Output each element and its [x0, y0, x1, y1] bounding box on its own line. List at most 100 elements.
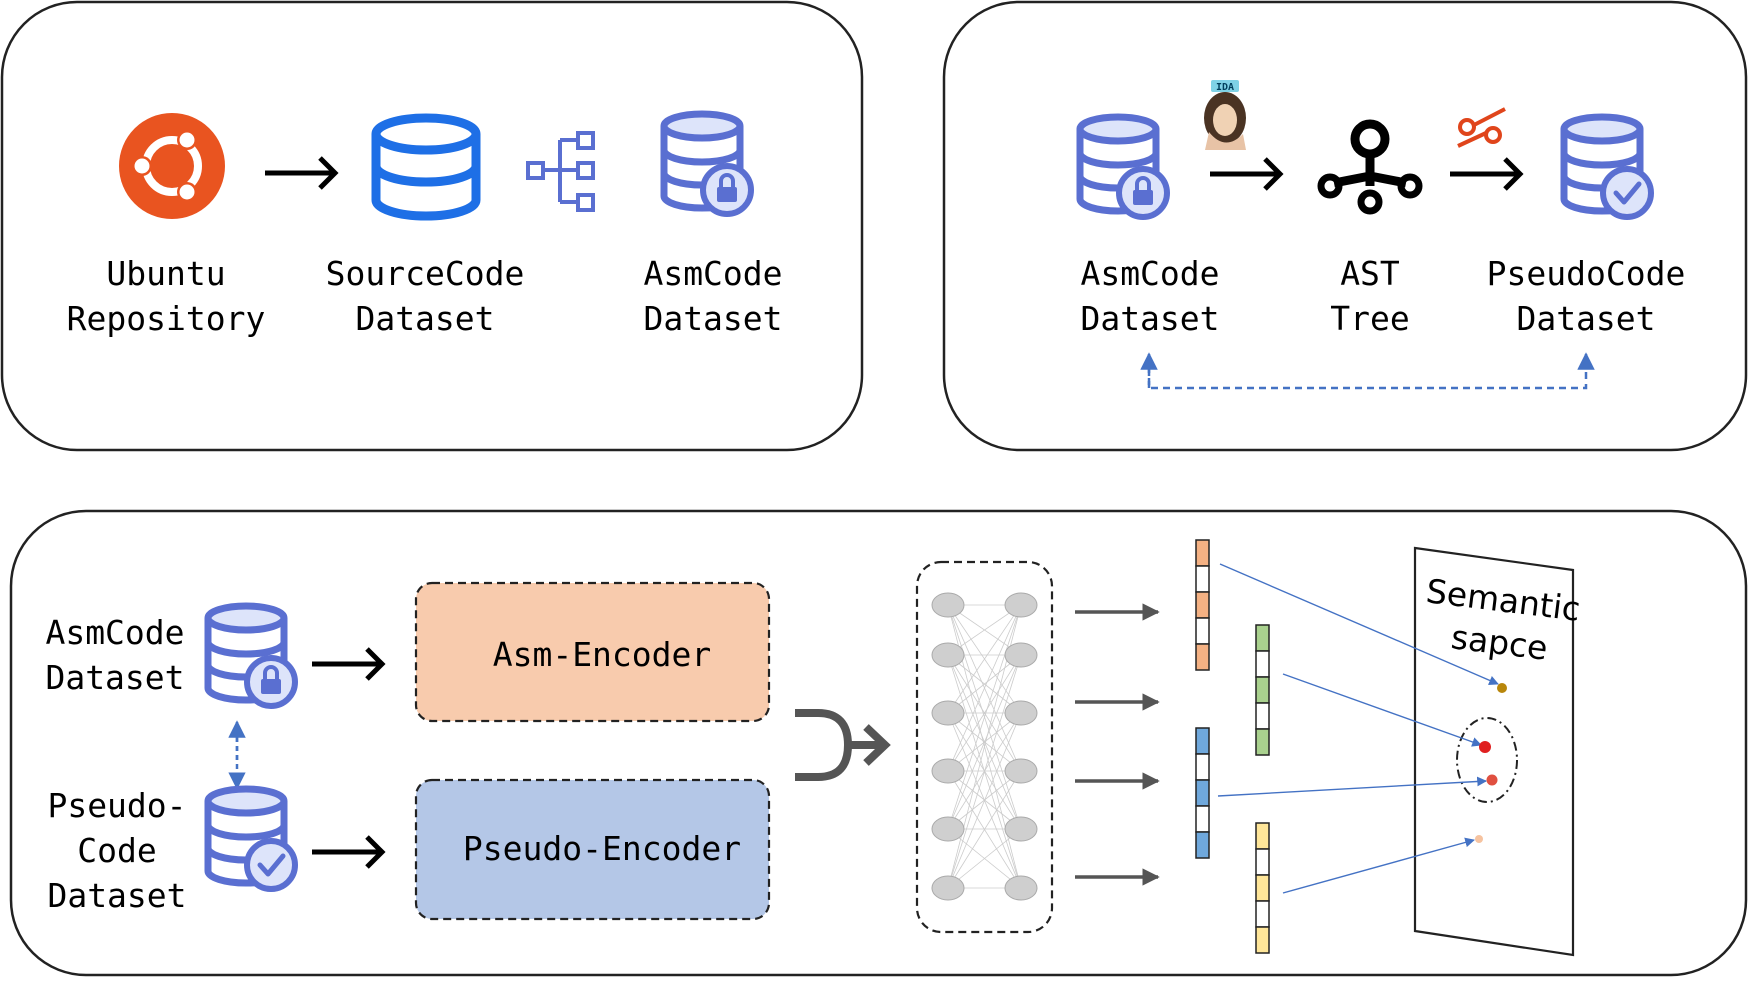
projection-lines: [1217, 563, 1499, 894]
vector-cell: [1255, 624, 1270, 652]
nn-node: [1004, 642, 1038, 668]
nn-node: [931, 875, 965, 901]
arrow-pseudo-to-encoder: [312, 835, 386, 869]
ida-logo-icon: IDA: [1204, 80, 1246, 150]
vector-cell: [1195, 617, 1210, 645]
asm-encoder-box: [414, 581, 771, 723]
arrow-ast-to-pseudo: [1450, 157, 1524, 191]
vector-cell: [1195, 643, 1210, 671]
embedding-point-4: [1475, 835, 1483, 843]
database-lock-icon: [208, 606, 295, 706]
vector-cell: [1195, 779, 1210, 807]
nn-node: [1004, 875, 1038, 901]
similarity-cluster: [1456, 717, 1518, 803]
vector-cell: [1195, 753, 1210, 781]
database-lock-icon: [664, 114, 751, 214]
label-asmcode-tr-line2: Dataset: [1080, 299, 1219, 338]
nn-node: [931, 700, 965, 726]
vector-cell: [1195, 539, 1210, 567]
dashed-pair-link: [1147, 352, 1595, 390]
asm-encoder-label: Asm-Encoder: [493, 635, 712, 674]
database-check-icon: [208, 789, 295, 889]
label-sourcecode-line1: SourceCode: [326, 254, 525, 293]
embedding-vector-4: [1255, 822, 1270, 954]
embedding-point-3: [1486, 774, 1498, 786]
projection-line-3: [1217, 776, 1487, 797]
label-ast-line2: Tree: [1330, 299, 1409, 338]
label-asmcode-line1: AsmCode: [643, 254, 782, 293]
nn-edge: [947, 604, 1022, 772]
arrow-ubuntu-to-source: [265, 156, 339, 190]
vector-cell: [1195, 565, 1210, 593]
ast-tree-icon: [1317, 119, 1423, 215]
embedding-vector-2: [1255, 624, 1270, 756]
label-asmcode-tr-line1: AsmCode: [1080, 254, 1219, 293]
nn-edge: [947, 604, 1022, 714]
nn-node: [1004, 758, 1038, 784]
nn-edge: [947, 654, 1022, 889]
embedding-vectors: [1195, 539, 1270, 954]
vector-cell: [1255, 874, 1270, 902]
vector-cell: [1195, 831, 1210, 859]
scissors-icon: [1457, 107, 1506, 148]
output-arrows: [1075, 603, 1160, 886]
embedding-vector-3: [1195, 727, 1210, 859]
vector-cell: [1195, 727, 1210, 755]
database-lock-icon: [1080, 117, 1167, 217]
bottom-panel: [9, 509, 1748, 977]
vector-cell: [1195, 805, 1210, 833]
nn-node: [931, 642, 965, 668]
nn-node: [1004, 592, 1038, 618]
ubuntu-logo-icon: [119, 113, 225, 219]
vector-cell: [1195, 591, 1210, 619]
nn-edge: [947, 604, 1022, 830]
neural-network-box: [915, 560, 1054, 934]
vector-cell: [1255, 822, 1270, 850]
vector-cell: [1255, 650, 1270, 678]
nn-edge: [947, 654, 1022, 772]
label-ubuntu-line1: Ubuntu: [106, 254, 225, 293]
arrow-asm-to-encoder: [312, 647, 386, 681]
label-pseudocode-line2: Dataset: [1516, 299, 1655, 338]
pseudo-encoder-label: Pseudo-Encoder: [463, 829, 741, 868]
vector-cell: [1255, 926, 1270, 954]
nn-edge: [947, 654, 1022, 714]
nn-node: [931, 592, 965, 618]
label-ubuntu-line2: Repository: [67, 299, 266, 338]
label-asmcode-line2: Dataset: [643, 299, 782, 338]
pseudo-encoder-box: [414, 778, 771, 921]
ida-label: IDA: [1216, 82, 1234, 93]
nn-node: [931, 758, 965, 784]
label-bottom-pseudo-line2: Code: [77, 831, 156, 870]
arrow-asm-to-ast: [1210, 157, 1284, 191]
database-check-icon: [1564, 117, 1651, 217]
label-bottom-asm-line2: Dataset: [45, 658, 184, 697]
nn-node: [1004, 816, 1038, 842]
neural-network-nodes: [931, 592, 1038, 901]
projection-line-4: [1282, 837, 1475, 894]
embedding-point-2: [1479, 741, 1491, 753]
nn-edge: [947, 712, 1022, 889]
database-icon: [371, 113, 481, 221]
vector-cell: [1255, 900, 1270, 928]
semantic-space-plane: [1413, 546, 1575, 957]
nn-edge: [947, 770, 1022, 889]
vector-cell: [1255, 702, 1270, 730]
vector-cell: [1255, 848, 1270, 876]
merge-arrow-icon: [795, 709, 891, 781]
label-bottom-pseudo-line1: Pseudo-: [47, 786, 186, 825]
label-bottom-asm-line1: AsmCode: [45, 613, 184, 652]
label-ast-line1: AST: [1340, 254, 1400, 293]
top-right-panel: [942, 0, 1748, 452]
nn-edge: [947, 654, 1022, 830]
embedding-vector-1: [1195, 539, 1210, 671]
label-bottom-pseudo-line3: Dataset: [47, 876, 186, 915]
nn-edge: [947, 828, 1022, 889]
vector-cell: [1255, 676, 1270, 704]
nn-node: [1004, 700, 1038, 726]
projection-line-2: [1282, 673, 1482, 747]
projection-line-1: [1219, 563, 1499, 686]
embedding-point-1: [1497, 683, 1507, 693]
label-pseudocode-line1: PseudoCode: [1487, 254, 1686, 293]
